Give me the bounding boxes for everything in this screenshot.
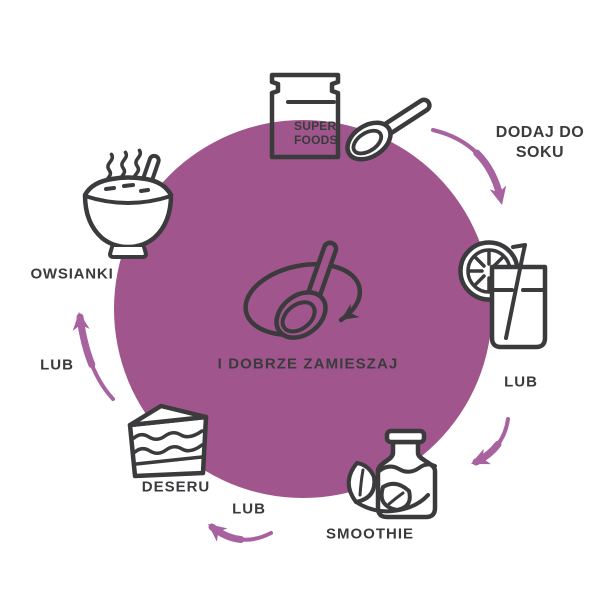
arrow-dessert-to-oatmeal <box>72 312 115 401</box>
cake-slice-icon <box>127 403 209 479</box>
superfoods-jar-label: SUPER FOODS <box>294 119 338 148</box>
arrow-smoothie-to-dessert <box>208 523 273 543</box>
oatmeal-label: OWSIANKI <box>30 265 114 283</box>
superfoods-jar-icon <box>269 72 341 160</box>
smoothie-bottle-icon <box>346 428 438 520</box>
dessert-label: DESERU <box>141 478 211 496</box>
or-label-bottom: LUB <box>232 500 266 518</box>
add-to-juice-label: DODAJ DO SOKU <box>495 124 585 161</box>
center-spoon-bowl <box>274 290 328 340</box>
arrow-juice-to-smoothie <box>471 417 510 466</box>
juice-glass-icon <box>458 240 548 350</box>
or-label-left: LUB <box>40 356 74 374</box>
porridge-bowl-icon <box>82 148 174 259</box>
spoon-icon <box>345 97 432 162</box>
or-label-right: LUB <box>504 373 538 391</box>
stirring-spoon-swirl-icon <box>243 240 363 340</box>
center-label: I DOBRZE ZAMIESZAJ <box>217 355 399 373</box>
smoothie-label: SMOOTHIE <box>325 525 415 543</box>
arrow-spoon-to-juice <box>431 128 507 205</box>
